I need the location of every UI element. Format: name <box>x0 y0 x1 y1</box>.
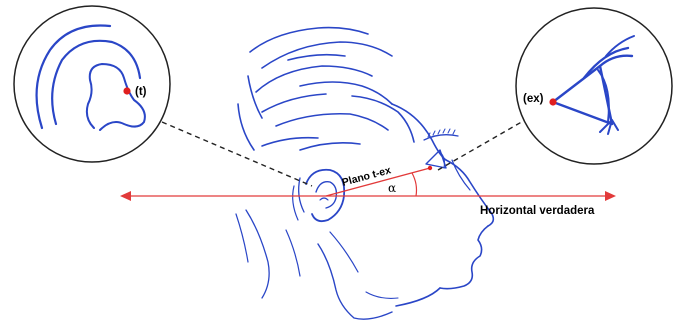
eye-inset: (ex) <box>516 8 672 164</box>
tragus-point <box>123 87 130 94</box>
true-horizontal-line <box>120 191 616 201</box>
callout-line-ear <box>162 122 312 186</box>
tragus-label: (t) <box>135 86 147 98</box>
plane-endpoint-ex <box>428 166 432 170</box>
angle-arc <box>412 173 417 196</box>
exocanthion-label: (ex) <box>523 93 544 105</box>
callout-line-eye <box>438 116 532 170</box>
angle-symbol: α <box>388 181 396 195</box>
horizontal-label: Horizontal verdadera <box>480 205 595 217</box>
ear-inset: (t) <box>14 6 170 162</box>
exocanthion-point <box>549 98 556 105</box>
